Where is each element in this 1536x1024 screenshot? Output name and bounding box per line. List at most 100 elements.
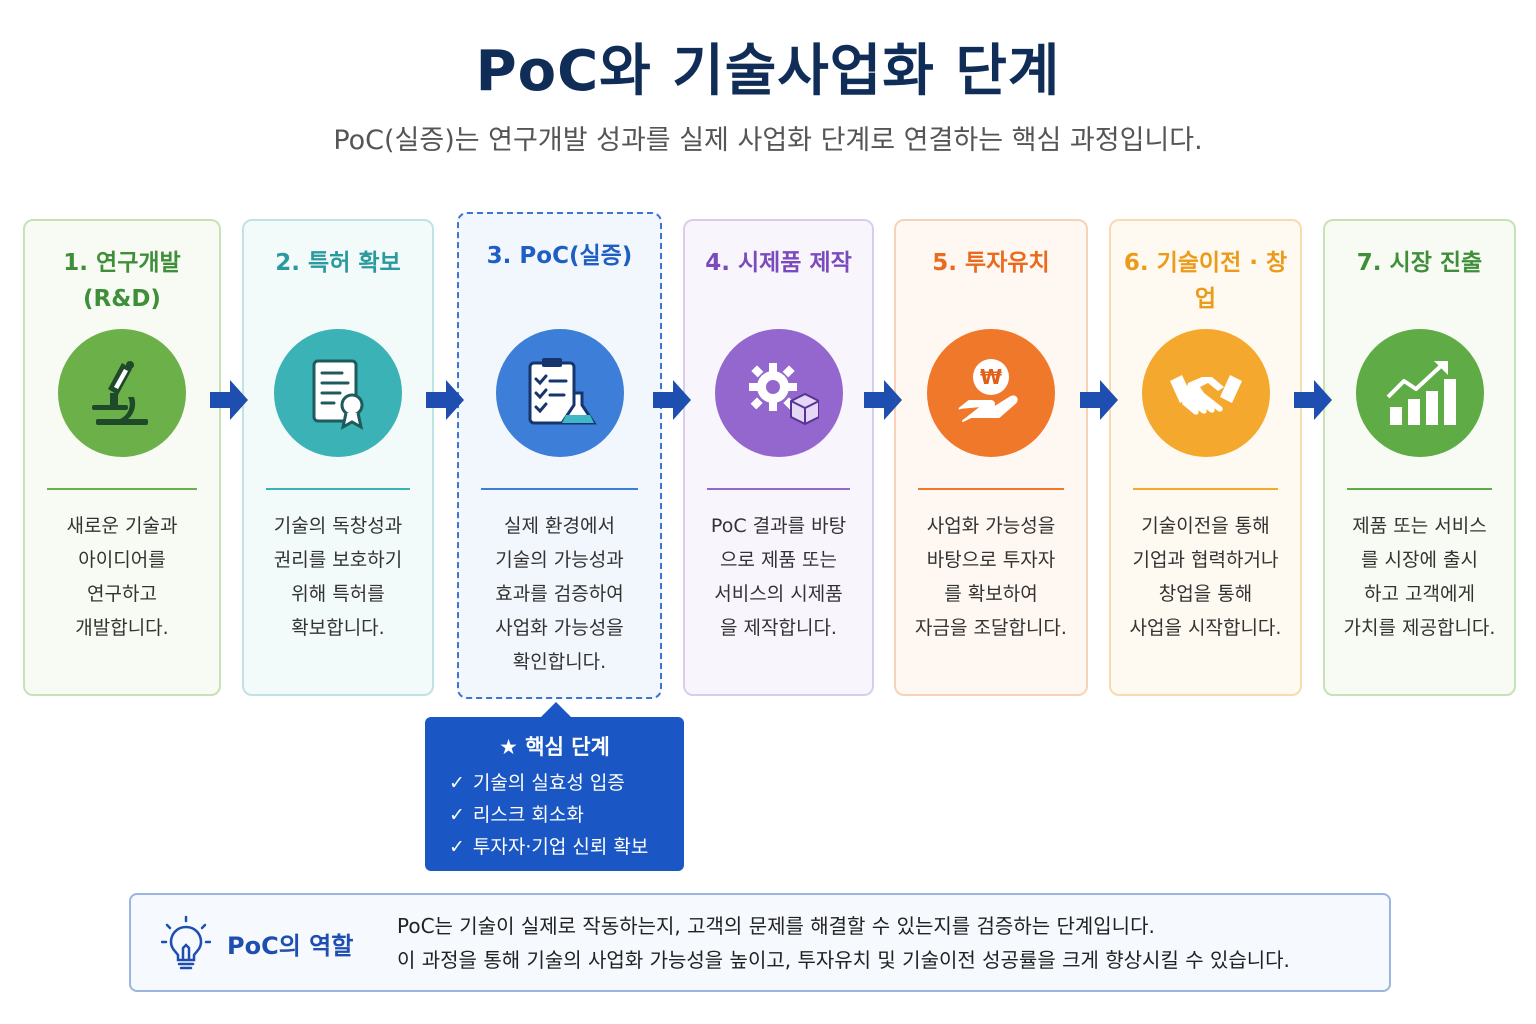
role-description: PoC는 기술이 실제로 작동하는지, 고객의 문제를 해결할 수 있는지를 검… <box>397 909 1290 977</box>
step-divider <box>266 488 410 490</box>
step-description-line: 기술의 독창성과 <box>273 515 403 537</box>
step-description-line: 를 시장에 출시 <box>1361 549 1478 571</box>
step-title: 1. 연구개발 (R&D) <box>25 245 219 317</box>
step-description-line: 실제 환경에서 <box>504 515 615 537</box>
step-title-line: 7. 시장 진출 <box>1356 250 1483 276</box>
certificate-icon <box>312 359 364 430</box>
step-description-line: 를 확보하여 <box>944 583 1038 605</box>
flow-arrow-icon <box>1294 380 1332 420</box>
step-description-line: 가치를 제공합니다. <box>1343 617 1496 639</box>
step-title: 3. PoC(실증) <box>459 238 660 274</box>
role-label: PoC의 역할 <box>227 932 354 960</box>
step-icon-circle <box>1355 329 1484 457</box>
poc-role-box: PoC의 역할 PoC는 기술이 실제로 작동하는지, 고객의 문제를 해결할 … <box>129 893 1391 992</box>
role-line-2: 이 과정을 통해 기술의 사업화 가능성을 높이고, 투자유치 및 기술이전 성… <box>397 948 1290 972</box>
callout-title: ★ 핵심 단계 <box>499 735 610 759</box>
flow-arrow-icon <box>653 380 691 420</box>
step-icon-circle <box>714 329 843 457</box>
step-title-line: 6. 기술이전 · 창업 <box>1123 250 1288 312</box>
step-description-line: 창업을 통해 <box>1158 583 1253 605</box>
callout-item: ✓리스크 회소화 <box>449 804 584 826</box>
step-description-line: 위해 특허를 <box>291 583 385 605</box>
step-description-line: 기술이전을 통해 <box>1141 515 1270 537</box>
check-icon: ✓ <box>449 772 465 794</box>
step-title-line: (R&D) <box>83 286 161 312</box>
step-description-line: 효과를 검증하여 <box>495 583 624 605</box>
step-divider <box>1133 488 1278 490</box>
step-description-line: 바탕으로 투자자 <box>926 549 1056 571</box>
step-title: 2. 특허 확보 <box>244 245 432 281</box>
step-description-line: 서비스의 시제품 <box>714 583 843 605</box>
handshake-icon <box>1169 375 1242 415</box>
step-divider <box>1347 488 1492 490</box>
growth-chart-icon <box>1386 361 1456 425</box>
flow-arrow-icon <box>1080 380 1118 420</box>
step-title-line: 5. 투자유치 <box>932 250 1050 276</box>
step-title-line: 1. 연구개발 <box>63 250 181 276</box>
step-description-line: 으로 제품 또는 <box>720 549 837 571</box>
role-line-1: PoC는 기술이 실제로 작동하는지, 고객의 문제를 해결할 수 있는지를 검… <box>397 914 1155 938</box>
step-description-line: 연구하고 <box>87 583 157 605</box>
check-icon: ✓ <box>449 804 465 826</box>
step-title-line: 4. 시제품 제작 <box>705 250 852 276</box>
flow-arrow-icon <box>426 380 464 420</box>
step-divider <box>481 488 638 490</box>
step-title: 4. 시제품 제작 <box>685 245 872 281</box>
step-description-line: 새로운 기술과 <box>66 515 178 537</box>
key-stage-callout: ★ 핵심 단계 ✓기술의 실효성 입증 ✓리스크 회소화 ✓투자자·기업 신뢰 … <box>425 717 684 871</box>
lightbulb-icon <box>161 915 211 970</box>
step-description-line: 기술의 가능성과 <box>495 549 624 571</box>
flow-arrow-icon <box>864 380 902 420</box>
step-description-line: 제품 또는 서비스 <box>1352 515 1487 537</box>
page-subtitle: PoC(실증)는 연구개발 성과를 실제 사업화 단계로 연결하는 핵심 과정입… <box>333 125 1203 156</box>
step-divider <box>707 488 850 490</box>
step-divider <box>47 488 197 490</box>
microscope-icon <box>92 361 148 425</box>
callout-item: ✓기술의 실효성 입증 <box>449 772 625 794</box>
flow-arrow-icon <box>210 380 248 420</box>
step-description-line: 사업화 가능성을 <box>926 515 1056 537</box>
step-description-line: 확인합니다. <box>512 651 607 673</box>
step-description-line: 사업화 가능성을 <box>495 617 624 639</box>
step-description-line: 아이디어를 <box>78 549 166 571</box>
step-title: 7. 시장 진출 <box>1325 245 1514 281</box>
checklist-flask-icon <box>528 358 597 425</box>
step-title-line: 3. PoC(실증) <box>486 243 633 269</box>
svg-text:₩: ₩ <box>980 365 1002 389</box>
callout-list: ✓기술의 실효성 입증 ✓리스크 회소화 ✓투자자·기업 신뢰 확보 <box>449 767 674 863</box>
step-description-line: 사업을 시작합니다. <box>1129 617 1282 639</box>
step-divider <box>918 488 1064 490</box>
step-description-line: 권리를 보호하기 <box>273 549 403 571</box>
step-description-line: 을 제작합니다. <box>720 617 837 639</box>
step-description-line: 확보합니다. <box>291 617 385 639</box>
step-title: 5. 투자유치 <box>896 245 1086 281</box>
step-icon-circle <box>274 329 402 457</box>
step-title-line: 2. 특허 확보 <box>275 250 401 276</box>
step-title: 6. 기술이전 · 창업 <box>1111 245 1300 317</box>
step-description-line: 하고 고객에게 <box>1364 583 1475 605</box>
step-description-line: PoC 결과를 바탕 <box>710 515 847 537</box>
page-title: PoC와 기술사업화 단계 <box>475 39 1061 104</box>
check-icon: ✓ <box>449 836 465 858</box>
step-description-line: 자금을 조달합니다. <box>915 617 1067 639</box>
won-hand-icon: ₩ <box>958 359 1018 422</box>
gear-box-icon <box>748 363 819 426</box>
callout-pointer <box>540 702 572 718</box>
callout-item: ✓투자자·기업 신뢰 확보 <box>449 836 649 858</box>
step-icon-circle <box>495 329 624 457</box>
step-icon-circle: ₩ <box>927 329 1055 457</box>
step-icon-circle <box>1141 329 1270 457</box>
